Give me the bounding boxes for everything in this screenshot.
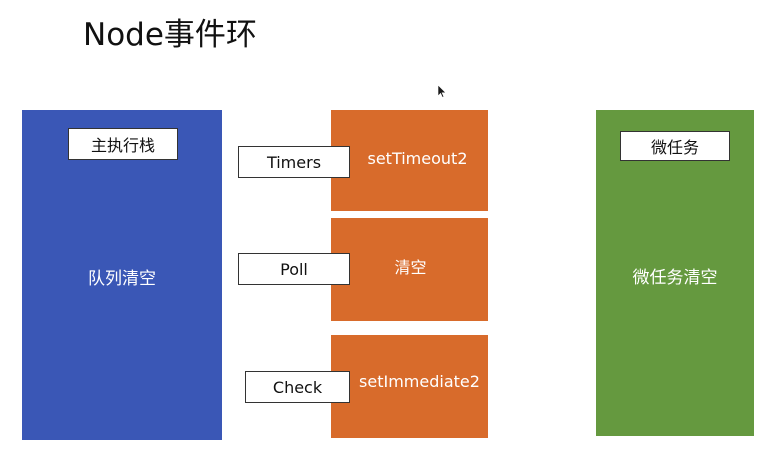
main-stack-body-text: 队列清空: [88, 269, 156, 289]
timers-phase-content: setTimeout2: [367, 149, 468, 168]
check-phase-content: setImmediate2: [359, 372, 480, 391]
main-stack-tag: 主执行栈: [68, 128, 178, 160]
microtask-tag: 微任务: [620, 131, 730, 161]
poll-phase-content: 清空: [394, 257, 427, 277]
poll-phase-box: 清空: [331, 218, 488, 321]
microtask-panel: 微任务 微任务清空: [596, 110, 754, 436]
timers-phase-label: Timers: [238, 146, 350, 178]
timers-phase-box: setTimeout2: [331, 110, 488, 211]
mouse-pointer-icon: [437, 84, 447, 98]
microtask-body-text: 微任务清空: [632, 268, 718, 288]
check-phase-box: setImmediate2: [331, 335, 488, 438]
check-phase-label: Check: [245, 371, 350, 403]
main-stack-panel: 主执行栈 队列清空: [22, 110, 222, 440]
page-title: Node事件环: [83, 17, 257, 53]
poll-phase-label: Poll: [238, 253, 350, 285]
